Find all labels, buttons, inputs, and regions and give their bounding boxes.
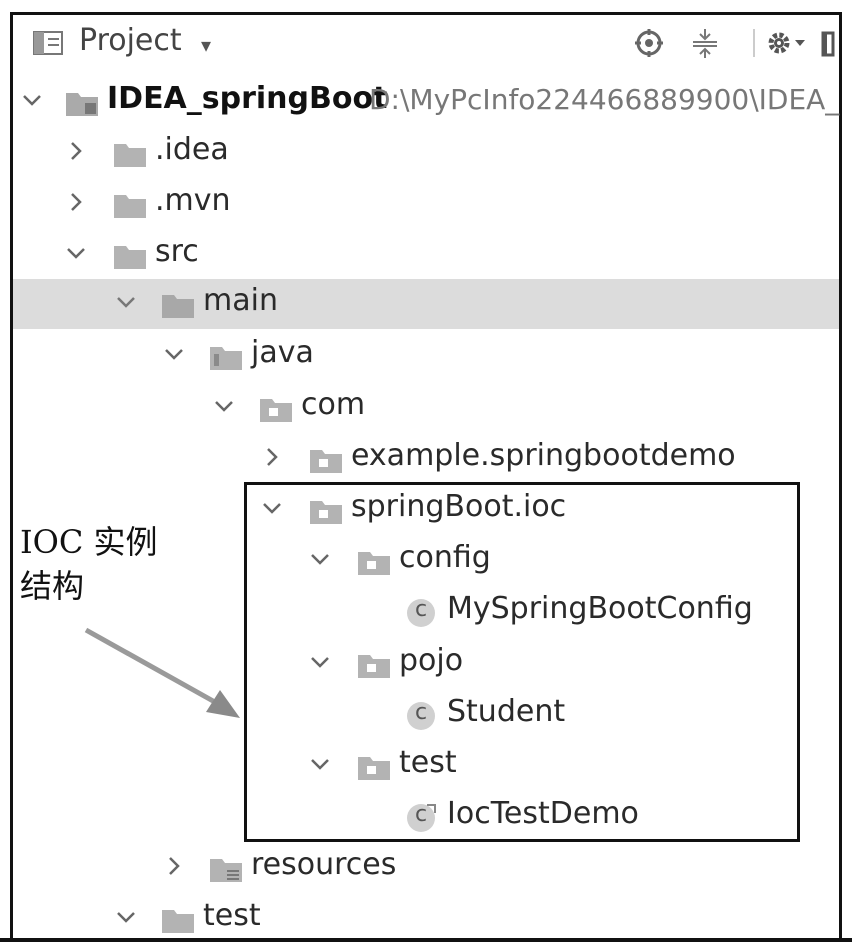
tree-item-root-path: D:\MyPcInfo224466889900\IDEA_: [369, 83, 840, 116]
chevron-down-icon[interactable]: [63, 240, 89, 266]
tree-item-root-label: IDEA_springBoot: [107, 81, 388, 116]
chevron-down-icon[interactable]: [211, 393, 237, 419]
tree-item-label: java: [251, 335, 314, 370]
tree-item-label: main: [203, 283, 278, 318]
annotation-line-1: IOC 实例: [20, 523, 158, 561]
package-icon: [260, 399, 292, 422]
tree-item-label: example.springbootdemo: [351, 438, 736, 473]
tree-row-resources[interactable]: resources: [13, 843, 839, 893]
tree-item-label: test: [203, 898, 261, 933]
package-icon: [358, 552, 390, 575]
package-icon: [310, 450, 342, 473]
tree-row-root[interactable]: IDEA_springBoot D:\MyPcInfo224466889900\…: [13, 77, 839, 127]
chevron-right-icon[interactable]: [63, 138, 89, 164]
tree-row-springboot-ioc[interactable]: springBoot.ioc: [13, 485, 839, 535]
chevron-down-icon[interactable]: ▾: [201, 33, 212, 57]
chevron-down-icon[interactable]: [307, 649, 333, 675]
tree-row-src[interactable]: src: [13, 230, 839, 280]
tree-row-config[interactable]: config: [13, 536, 839, 586]
package-icon: [310, 501, 342, 524]
chevron-down-icon[interactable]: [113, 904, 139, 930]
chevron-down-icon[interactable]: [307, 546, 333, 572]
tree-item-label: .mvn: [155, 183, 231, 218]
tree-item-label: springBoot.ioc: [351, 489, 567, 524]
project-panel: Project ▾: [10, 12, 842, 940]
java-class-icon: [407, 599, 435, 627]
chevron-right-icon[interactable]: [259, 444, 285, 470]
tree-row-test-dir[interactable]: test: [13, 894, 839, 944]
folder-icon: [114, 195, 146, 218]
resources-folder-icon: [210, 859, 242, 882]
tree-row-test-class[interactable]: c IocTestDemo: [13, 792, 839, 842]
tree-item-label: .idea: [155, 132, 229, 167]
chevron-down-icon[interactable]: [259, 495, 285, 521]
hide-panel-icon[interactable]: [821, 27, 837, 59]
header-divider: [753, 29, 755, 57]
tree-row-example[interactable]: example.springbootdemo: [13, 434, 839, 484]
class-badge: c: [415, 700, 428, 725]
folder-icon: [162, 295, 194, 318]
ioc-structure-highlight: [244, 482, 800, 842]
tree-item-label: pojo: [399, 643, 464, 678]
java-class-icon: [407, 702, 435, 730]
package-icon: [358, 757, 390, 780]
annotation-text: IOC 实例 结构: [20, 520, 158, 608]
tree-item-label: Student: [447, 694, 566, 729]
tree-row-test-package[interactable]: test: [13, 741, 839, 791]
chevron-down-icon[interactable]: [19, 87, 45, 113]
folder-icon: [114, 246, 146, 269]
tree-item-label: test: [399, 745, 457, 780]
class-badge: c: [415, 802, 428, 827]
source-folder-icon: [210, 347, 242, 370]
folder-icon: [162, 910, 194, 933]
locate-target-icon[interactable]: [633, 27, 665, 59]
tree-row-mvn[interactable]: .mvn: [13, 179, 839, 229]
package-icon: [358, 655, 390, 678]
tree-row-com[interactable]: com: [13, 383, 839, 433]
tree-item-label: resources: [251, 847, 397, 882]
tree-row-main[interactable]: main: [13, 279, 839, 329]
tree-item-label: src: [155, 234, 199, 269]
gear-icon[interactable]: [765, 27, 809, 59]
collapse-all-icon[interactable]: [689, 27, 721, 59]
tree-row-java[interactable]: java: [13, 331, 839, 381]
tree-item-label: com: [301, 387, 366, 422]
tree-item-label: IocTestDemo: [447, 796, 639, 831]
project-view-icon: [33, 31, 63, 55]
tree-row-pojo[interactable]: pojo: [13, 639, 839, 689]
test-class-icon: [407, 804, 436, 832]
module-folder-icon: [66, 93, 98, 116]
class-badge: c: [415, 597, 428, 622]
tree-item-label: config: [399, 540, 491, 575]
panel-title[interactable]: Project: [79, 23, 182, 58]
chevron-down-icon[interactable]: [161, 341, 187, 367]
chevron-down-icon[interactable]: [307, 751, 333, 777]
tree-item-label: MySpringBootConfig: [447, 591, 753, 626]
tree-row-idea[interactable]: .idea: [13, 128, 839, 178]
chevron-right-icon[interactable]: [161, 853, 187, 879]
panel-header: Project ▾: [13, 15, 839, 71]
chevron-down-icon[interactable]: [113, 289, 139, 315]
chevron-right-icon[interactable]: [63, 189, 89, 215]
tree-row-config-class[interactable]: c MySpringBootConfig: [13, 587, 839, 637]
annotation-line-2: 结构: [20, 567, 85, 605]
bottom-border: [0, 938, 852, 942]
tree-row-pojo-class[interactable]: c Student: [13, 690, 839, 740]
folder-icon: [114, 144, 146, 167]
